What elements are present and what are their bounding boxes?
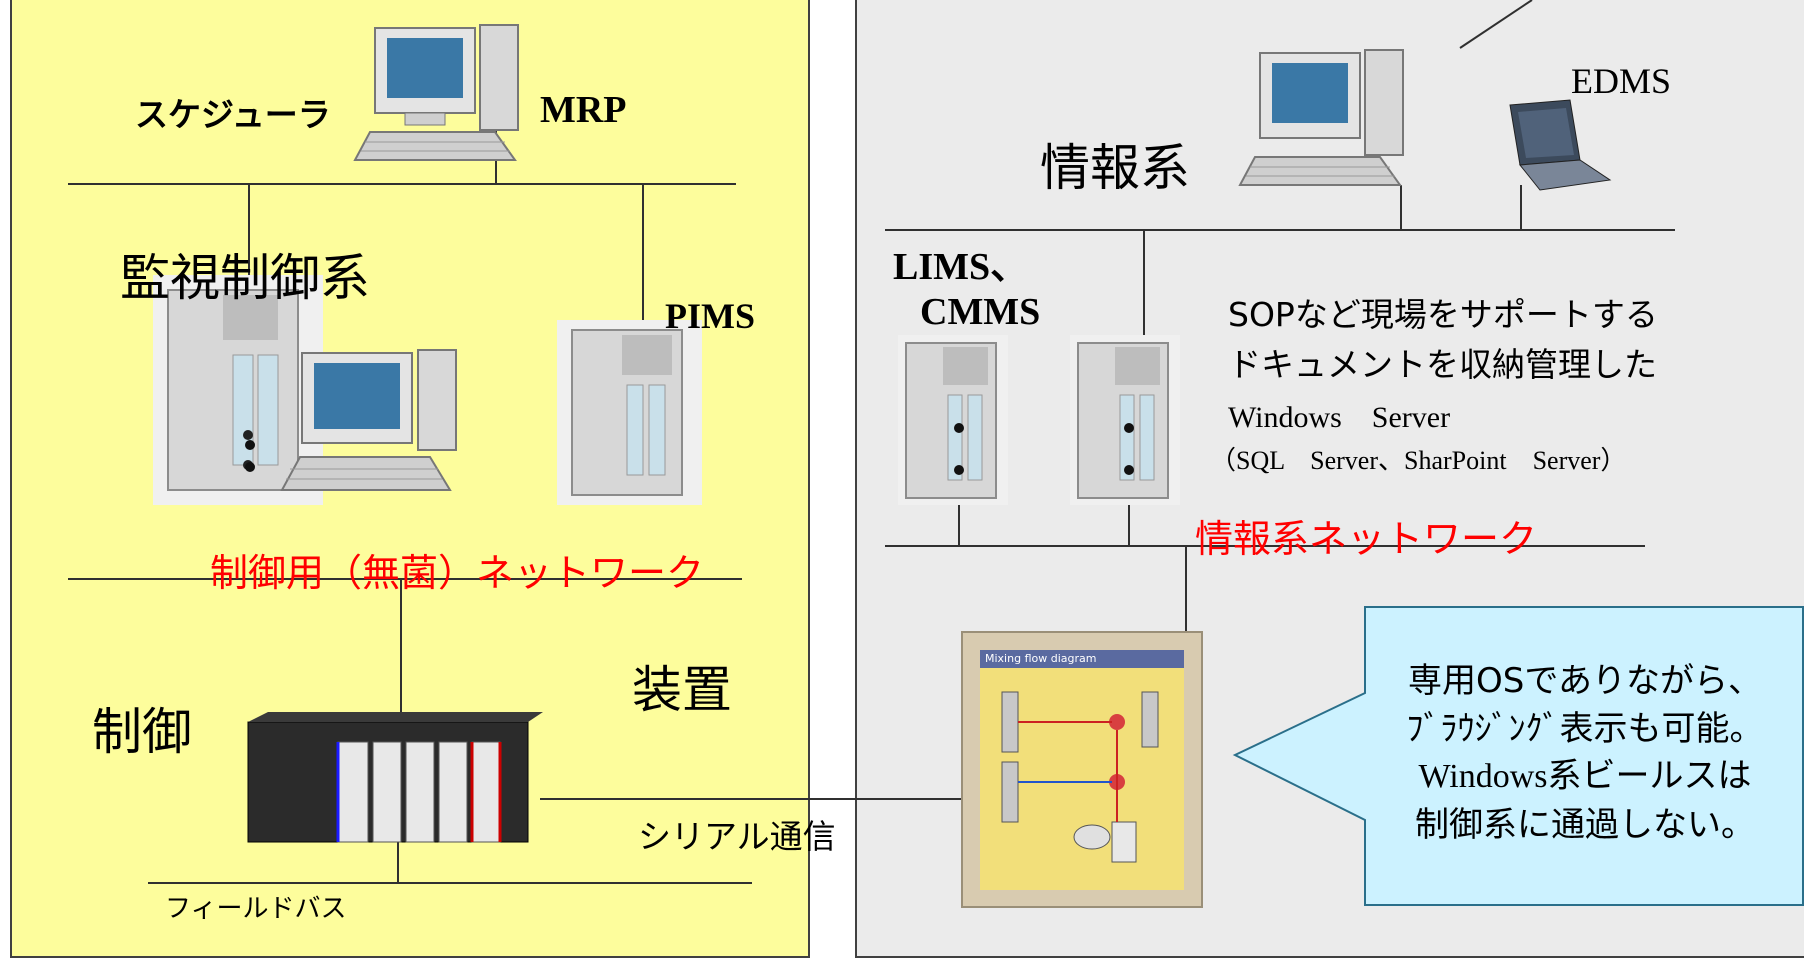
device-title: 装置 — [632, 661, 732, 719]
lims-label: LIMS、 — [893, 246, 1029, 288]
mrp-label: MRP — [540, 89, 627, 131]
plc-icon — [247, 712, 543, 843]
hmi-title: Mixing flow diagram — [985, 652, 1097, 665]
windows-server-label: Windows Server — [1228, 401, 1451, 434]
connector — [1400, 185, 1402, 229]
info-network-label: 情報系ネットワーク — [1195, 517, 1538, 561]
sop-line-1: SOPなど現場をサポートする — [1228, 295, 1658, 334]
fieldbus-line — [148, 882, 752, 884]
serial-line — [540, 798, 968, 800]
fieldbus-label: フィールドバス — [165, 894, 347, 924]
monitor-pc-icon — [280, 349, 457, 491]
info-system-title: 情報系 — [1040, 139, 1190, 197]
connector — [400, 578, 402, 728]
connector — [1520, 185, 1522, 229]
connector — [642, 183, 644, 403]
callout-arrow-box — [1232, 606, 1804, 906]
connector — [1185, 545, 1187, 635]
sop-line-2: ドキュメントを収納管理した — [1228, 345, 1657, 384]
pointer-line — [1459, 0, 1533, 49]
info-top-network-line — [885, 229, 1675, 231]
scheduler-label: スケジューラ — [135, 95, 331, 134]
info-pc-icon — [1238, 49, 1404, 186]
cmms-label: CMMS — [920, 291, 1041, 333]
control-network-label: 制御用（無菌）ネットワーク — [210, 551, 705, 595]
control-network-line — [68, 578, 742, 580]
hmi-panel-icon — [961, 631, 1203, 908]
callout-line-3: Windows系ビールスは — [1418, 758, 1752, 795]
edms-label: EDMS — [1571, 61, 1672, 101]
pims-server-icon — [557, 320, 702, 505]
cmms-server-icon — [1070, 335, 1180, 505]
connector — [1143, 229, 1145, 429]
laptop-icon — [1509, 99, 1612, 191]
control-system-title: 監視制御系 — [120, 249, 370, 307]
info-network-line — [885, 545, 1645, 547]
pims-label: PIMS — [665, 296, 755, 336]
callout-line-4: 制御系に通過しない。 — [1415, 805, 1755, 845]
callout-line-2: ﾌﾞﾗｳｼﾞﾝｸﾞ表示も可能。 — [1406, 709, 1764, 749]
serial-label: シリアル通信 — [638, 817, 836, 856]
callout-text: 専用OSでありながら、 ﾌﾞﾗｳｼﾞﾝｸﾞ表示も可能。 Windows系ビールス… — [1370, 657, 1800, 849]
control-title: 制御 — [92, 703, 192, 761]
scheduler-pc-icon — [353, 24, 519, 161]
callout-line-1: 専用OSでありながら、 — [1407, 661, 1762, 701]
top-network-line — [68, 183, 736, 185]
sql-server-label: （SQL Server、SharPoint Server） — [1210, 446, 1627, 475]
lims-server-icon — [898, 335, 1008, 505]
